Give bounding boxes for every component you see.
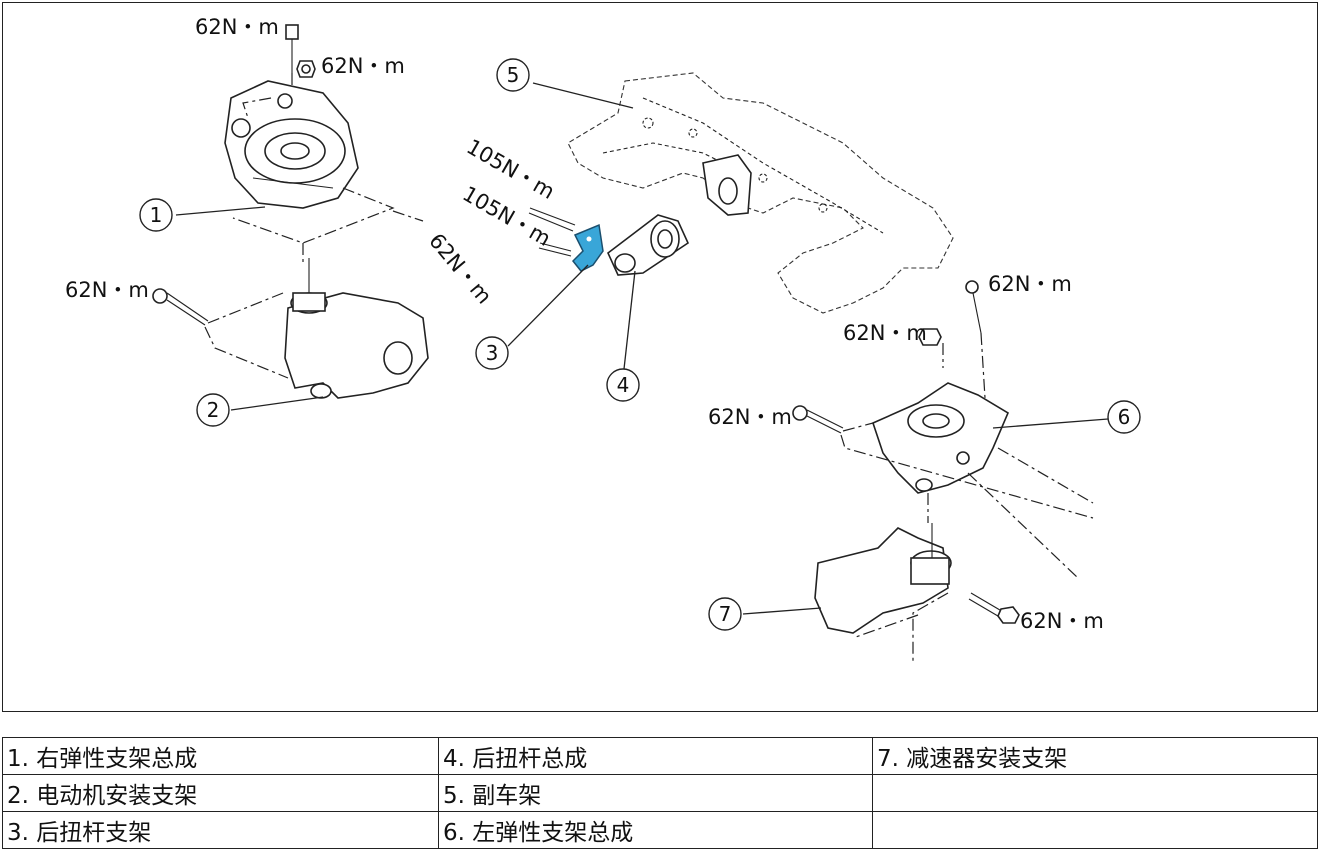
callout-7-label: 7 (719, 602, 732, 626)
diagram-canvas: 1 2 3 4 5 6 7 62N・m 62N・m 62N・m 62N・m 10… (65, 15, 1141, 663)
parts-legend-table: 1. 右弹性支架总成 4. 后扭杆总成 7. 减速器安装支架 2. 电动机安装支… (2, 737, 1318, 849)
callout-5-label: 5 (507, 63, 520, 87)
callout-3-label: 3 (486, 341, 499, 365)
callout-6: 6 (1107, 400, 1141, 434)
legend-cell: 5. 副车架 (438, 774, 873, 812)
torque-label: 62N・m (708, 405, 792, 429)
callout-7: 7 (708, 597, 742, 631)
torque-label: 62N・m (65, 278, 149, 302)
legend-cell: 7. 减速器安装支架 (872, 737, 1318, 775)
torque-label: 62N・m (1020, 609, 1104, 633)
exploded-view-diagram: 1 2 3 4 5 6 7 62N・m 62N・m 62N・m 62N・m 10… (2, 2, 1318, 712)
legend-cell (872, 774, 1318, 812)
leader-lines (175, 82, 1109, 615)
legend-row: 1. 右弹性支架总成 4. 后扭杆总成 7. 减速器安装支架 (2, 737, 1318, 775)
torque-label: 62N・m (321, 54, 405, 78)
subframe-part (567, 72, 954, 314)
torque-label: 62N・m (424, 229, 496, 309)
centerlines (204, 73, 1094, 663)
legend-row: 2. 电动机安装支架 5. 副车架 (2, 774, 1318, 812)
right-elastic-mount-part (224, 24, 359, 209)
callout-4-label: 4 (617, 373, 630, 397)
torque-label: 62N・m (988, 272, 1072, 296)
rear-torque-rod-part (607, 214, 690, 276)
legend-cell: 3. 后扭杆支架 (2, 811, 439, 849)
callout-5: 5 (496, 58, 530, 92)
callout-4: 4 (606, 368, 640, 402)
callout-3: 3 (475, 336, 509, 370)
motor-mount-bracket-part (152, 258, 429, 399)
legend-row: 3. 后扭杆支架 6. 左弹性支架总成 (2, 811, 1318, 849)
callout-1-label: 1 (150, 203, 163, 227)
torque-label: 62N・m (843, 321, 927, 345)
torque-label: 62N・m (195, 15, 279, 39)
legend-cell: 2. 电动机安装支架 (2, 774, 439, 812)
callout-1: 1 (139, 198, 173, 232)
legend-cell: 4. 后扭杆总成 (438, 737, 873, 775)
callout-2: 2 (196, 393, 230, 427)
callout-6-label: 6 (1118, 405, 1131, 429)
callout-2-label: 2 (207, 398, 220, 422)
legend-cell: 6. 左弹性支架总成 (438, 811, 873, 849)
legend-cell: 1. 右弹性支架总成 (2, 737, 439, 775)
legend-cell (872, 811, 1318, 849)
reducer-mount-bracket-part (814, 523, 1020, 634)
rear-torque-rod-bracket-part (528, 207, 604, 272)
